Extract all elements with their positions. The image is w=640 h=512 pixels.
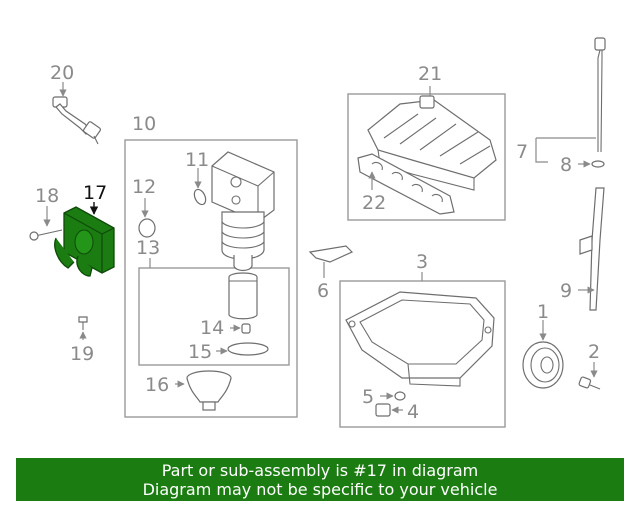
part-4-drain-plug	[375, 403, 391, 417]
part-8-oring	[591, 160, 605, 168]
part-9-tube	[579, 187, 605, 311]
callout-9: 9	[560, 280, 572, 302]
callout-15: 15	[188, 341, 212, 363]
part-19-bolt	[78, 316, 88, 330]
part-21-intake-manifold	[367, 95, 497, 191]
part-22-gasket	[357, 153, 455, 215]
part-14-valve	[241, 323, 251, 334]
callout-7: 7	[516, 141, 528, 163]
callout-18: 18	[35, 185, 59, 207]
part-1-pulley	[522, 341, 564, 389]
callout-20: 20	[50, 62, 74, 84]
callout-10: 10	[132, 113, 156, 135]
part-11-seal	[193, 188, 207, 206]
banner-line-1: Part or sub-assembly is #17 in diagram	[161, 461, 479, 480]
callout-2: 2	[588, 341, 600, 363]
part-3-oil-pan	[345, 291, 495, 387]
callout-4: 4	[407, 401, 419, 423]
callout-11: 11	[185, 149, 209, 171]
part-17-oil-cooler	[54, 206, 115, 277]
part-15-gasket	[227, 342, 269, 356]
callout-13: 13	[136, 237, 160, 259]
box-21	[347, 93, 506, 221]
part-18-bolt	[29, 229, 63, 241]
callout-17: 17	[83, 182, 107, 204]
callout-22: 22	[362, 192, 386, 214]
callout-12: 12	[132, 176, 156, 198]
callout-8: 8	[560, 154, 572, 176]
part-5-washer	[394, 391, 406, 401]
part-11-filter-housing	[211, 151, 275, 272]
callout-21: 21	[418, 63, 442, 85]
box-10	[124, 139, 298, 418]
callout-14: 14	[200, 317, 224, 339]
callout-5: 5	[362, 386, 374, 408]
part-2-bolt	[578, 376, 601, 390]
part-7-dipstick	[594, 37, 606, 153]
callout-1: 1	[537, 301, 549, 323]
callout-3: 3	[416, 251, 428, 273]
part-12-oring	[138, 218, 156, 238]
callout-16: 16	[145, 374, 169, 396]
part-6-bracket	[308, 245, 354, 263]
banner-line-2: Diagram may not be specific to your vehi…	[142, 480, 498, 499]
part-20-sensor	[52, 96, 101, 145]
box-13	[138, 267, 290, 366]
info-banner: Part or sub-assembly is #17 in diagram D…	[16, 458, 624, 501]
callout-6: 6	[317, 280, 329, 302]
part-13-filter-element	[228, 272, 258, 320]
callout-19: 19	[70, 343, 94, 365]
part-16-filter-cap	[186, 370, 232, 411]
